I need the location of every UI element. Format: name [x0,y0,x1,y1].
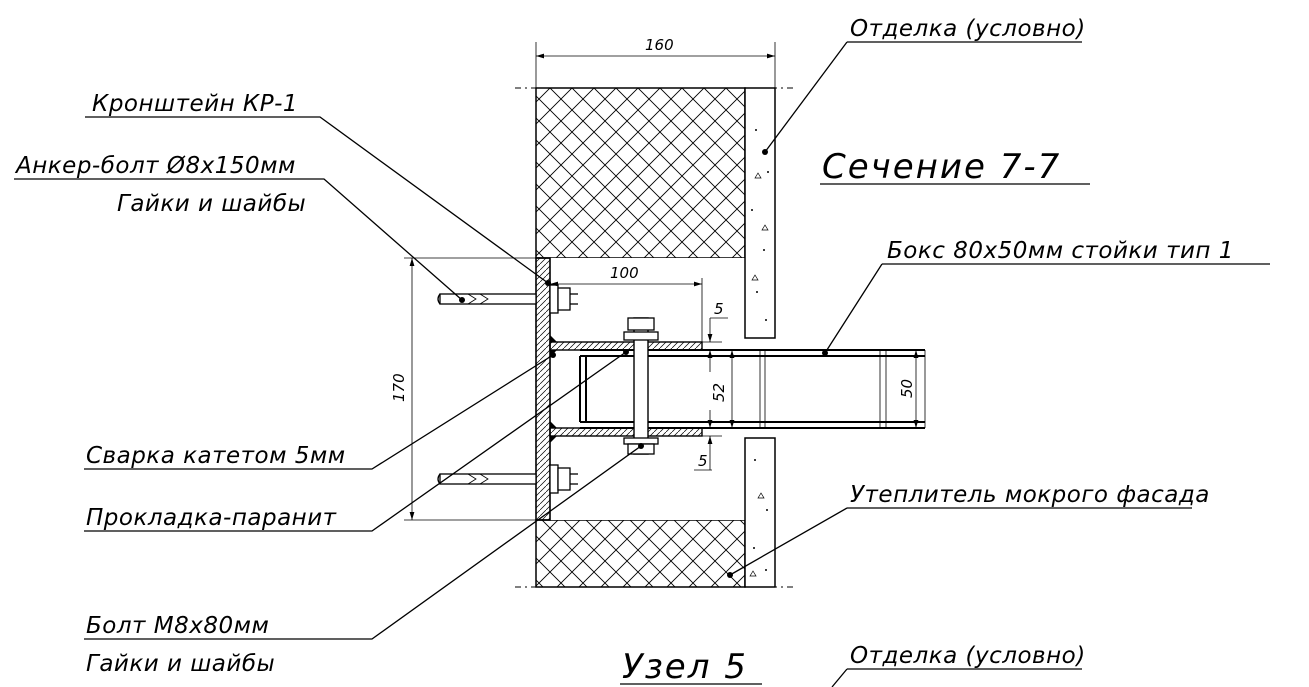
anchor-bolt-bottom [437,464,578,494]
dimension-160 [535,42,776,88]
dimension-100-text: 100 [610,264,639,282]
insulation-block-bottom [535,519,746,588]
label-bolt: Болт М8х80мм [86,613,269,639]
label-section: Сечение 7-7 [822,147,1061,187]
dimension-52 [702,349,740,429]
dimension-5-top-text: 5 [714,300,724,318]
label-gasket: Прокладка-паранит [86,505,337,531]
dimension-5-bottom [694,410,722,471]
finish-layer-top [744,87,776,339]
dimension-5-bottom-text: 5 [698,452,708,470]
label-nuts-washers-1: Гайки и шайбы [117,191,306,217]
label-finish-bottom: Отделка (условно) [850,643,1086,669]
finish-layer-bottom [744,437,776,588]
bracket-arm-bottom [549,427,703,437]
label-node: Узел 5 [622,647,748,687]
bracket-arm-top [549,341,703,351]
bolt-m8 [623,317,659,455]
label-insulation: Утеплитель мокрого фасада [850,482,1210,508]
dimension-170-text: 170 [390,373,408,402]
label-box: Бокс 80х50мм стойки тип 1 [887,238,1234,264]
dimension-52-text: 52 [710,383,728,402]
leader-lines [14,41,1270,687]
label-anchor-bolt: Анкер-болт Ø8х150мм [14,153,296,179]
label-bracket: Кронштейн КР-1 [92,91,298,117]
dimension-5-top [702,317,728,372]
insulation-block-top [535,87,746,259]
bracket-plate [535,257,551,521]
label-finish-top: Отделка (условно) [850,16,1086,42]
dimension-160-text: 160 [645,36,674,54]
plaster-texture [749,129,769,577]
label-weld: Сварка катетом 5мм [86,443,346,469]
anchor-bolt-top [437,284,578,314]
label-nuts-washers-2: Гайки и шайбы [86,651,275,677]
dimension-50-text: 50 [898,379,916,398]
dimension-50 [913,350,926,428]
